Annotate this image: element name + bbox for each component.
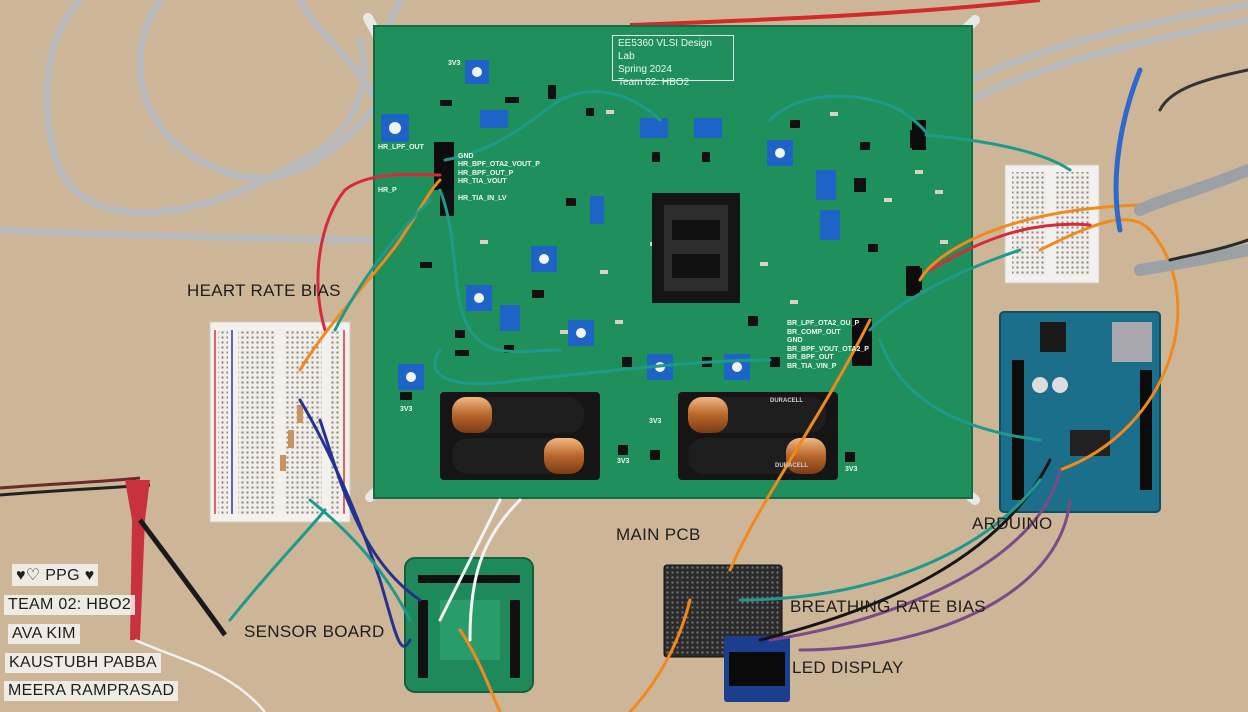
probe-cables <box>1134 164 1248 276</box>
team-member: AVA KIM <box>8 624 80 644</box>
pcb-3v3-label: 3V3 <box>617 458 630 465</box>
pot <box>590 196 604 224</box>
pot <box>568 320 594 346</box>
pot <box>466 285 492 311</box>
pcb-title-block: EE5360 VLSI Design Lab Spring 2024 Team … <box>612 35 734 88</box>
label-heart-rate-bias: HEART RATE BIAS <box>187 281 341 300</box>
oled-display <box>724 636 790 702</box>
pcb-signal: HR_TIA_VOUT <box>458 178 507 185</box>
pot <box>820 210 840 240</box>
team-member: KAUSTUBH PABBA <box>5 653 161 673</box>
battery-cell <box>452 438 584 474</box>
battery-holders <box>440 392 838 480</box>
pcb-signal: BR_BPF_OUT <box>787 354 834 361</box>
label-sensor-board: SENSOR BOARD <box>244 622 385 641</box>
pcb-course-title: EE5360 VLSI Design Lab <box>618 38 712 62</box>
pot <box>724 354 750 380</box>
pcb-3v3-label: 3V3 <box>400 406 413 413</box>
pot <box>500 305 520 331</box>
team-card-title: ♥♡ PPG ♥ <box>12 564 99 586</box>
red-cable-top <box>629 0 1041 27</box>
pot <box>816 170 836 200</box>
pot <box>767 140 793 166</box>
pcb-signal: BR_LPF_OTA2_OU_P <box>787 320 860 327</box>
pcb-semester: Spring 2024 <box>618 64 672 75</box>
label-arduino: ARDUINO <box>972 514 1053 533</box>
label-breathing-rate-bias: BREATHING RATE BIAS <box>790 597 986 616</box>
pot <box>694 118 722 138</box>
pcb-signal: BR_TIA_VIN_P <box>787 362 837 370</box>
pcb-signal-list-right: BR_LPF_OTA2_OU_P BR_COMP_OUT GND BR_BPF_… <box>787 320 869 371</box>
jumper-wires <box>228 67 1248 712</box>
arduino-board <box>999 311 1161 513</box>
battery-cell <box>452 397 584 433</box>
gray-cables <box>0 0 1248 244</box>
breadboard-breathing-rate <box>663 564 783 658</box>
pcb-signal: HR_BPF_OTA2_VOUT_P <box>458 161 540 168</box>
breadboard-heart-rate <box>209 321 351 523</box>
heart-icon: ♥ <box>84 567 95 584</box>
pcb-signal-list-left: HR_LPF_OUT GND HR_BPF_OTA2_VOUT_P HR_BPF… <box>378 144 540 204</box>
pot <box>398 364 424 390</box>
team-member: MEERA RAMPRASAD <box>4 681 179 701</box>
pot <box>480 110 508 128</box>
pcb-team: Team 02: HBO2 <box>618 77 690 88</box>
pot <box>465 60 489 84</box>
pcb-3v3-label: 3V3 <box>649 418 662 425</box>
pcb-signal: GND <box>458 152 474 160</box>
battery-cell <box>688 397 826 433</box>
pcb-signal: HR_P <box>378 186 397 194</box>
pcb-3v3-label: 3V3 <box>845 466 858 473</box>
pcb-signal: BR_BPF_VOUT_OTA2_P <box>787 345 869 353</box>
pot <box>381 114 409 142</box>
team-card-title-text: PPG <box>45 567 80 584</box>
pcb-signal: GND <box>787 337 803 344</box>
battery-cell <box>688 438 826 474</box>
battery-brand: DURACELL <box>770 398 803 404</box>
battery-brand: DURACELL <box>775 463 808 469</box>
pcb-3v3-label: 3V3 <box>448 60 461 67</box>
label-main-pcb: MAIN PCB <box>616 525 701 544</box>
pcb-signal: HR_LPF_OUT <box>378 144 424 151</box>
heart-icon: ♥♡ <box>16 567 41 584</box>
pcb-signal: BR_COMP_OUT <box>787 328 841 336</box>
label-led-display: LED DISPLAY <box>792 658 904 677</box>
team-card-team: TEAM 02: HBO2 <box>4 595 136 615</box>
pot <box>531 246 557 272</box>
pot <box>640 118 668 138</box>
pcb-signal: HR_BPF_OUT_P <box>458 169 514 177</box>
pcb-signal: HR_TIA_IN_LV <box>458 195 507 202</box>
